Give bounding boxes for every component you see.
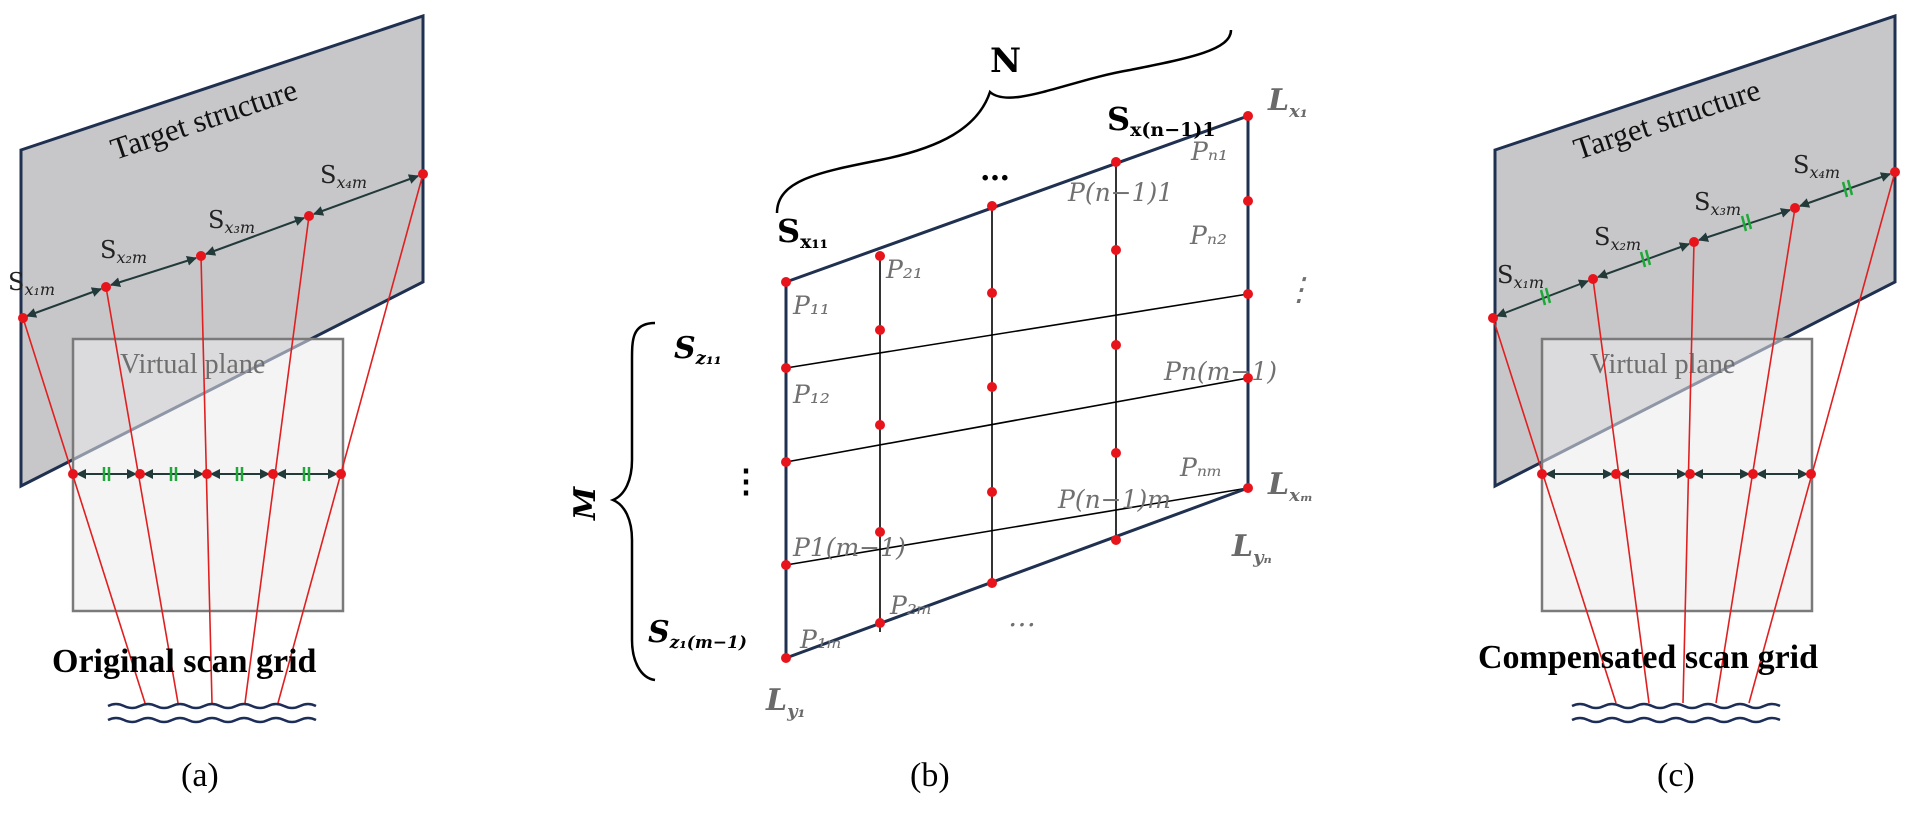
virtual-plane-label: Virtual plane bbox=[1590, 349, 1735, 380]
panel-a: Target structure Virtual plane Sx₁m Sx₂m… bbox=[8, 13, 428, 794]
svg-text:Sx₃m: Sx₃m bbox=[208, 206, 255, 237]
water-surface bbox=[1571, 702, 1781, 724]
laser-beams bbox=[22, 173, 424, 704]
vdots-right: ⋮ bbox=[1283, 270, 1315, 308]
label-lx1: Lx₁ bbox=[1267, 83, 1308, 122]
label-lyn: Lyₙ bbox=[1231, 529, 1272, 568]
panel-c: Target structure Virtual plane S bbox=[1478, 13, 1900, 794]
n-label: N bbox=[990, 41, 1021, 81]
grid-border bbox=[784, 113, 1250, 661]
svg-text:Sx₁m: Sx₁m bbox=[1497, 261, 1544, 292]
svg-text:P₂ₘ: P₂ₘ bbox=[889, 591, 932, 620]
scan-grid bbox=[785, 162, 1249, 632]
caption-b: (b) bbox=[910, 757, 950, 794]
spacing-arrows bbox=[26, 174, 419, 318]
svg-text:P₁₂: P₁₂ bbox=[792, 380, 830, 409]
vdots-left: ⋮ bbox=[730, 462, 762, 500]
label-sz1m: Sz₁(m−1) bbox=[648, 615, 747, 653]
svg-text:Sx₄m: Sx₄m bbox=[320, 161, 367, 192]
label-sxn11: Sx(n−1)1 bbox=[1107, 100, 1216, 141]
grid-dots bbox=[781, 111, 1253, 663]
ellipsis-top: … bbox=[980, 153, 1010, 188]
svg-text:P(n−1)m: P(n−1)m bbox=[1057, 485, 1171, 514]
svg-text:P₁₁: P₁₁ bbox=[792, 291, 830, 320]
m-label: M bbox=[568, 486, 603, 521]
target-dots bbox=[1488, 167, 1900, 323]
label-lxm: Lxₘ bbox=[1267, 467, 1313, 506]
svg-text:Pₙ₁: Pₙ₁ bbox=[1190, 137, 1228, 166]
panel-c-title: Compensated scan grid bbox=[1478, 639, 1818, 676]
svg-text:P1(m−1): P1(m−1) bbox=[792, 533, 906, 562]
virtual-dots bbox=[1537, 469, 1816, 479]
water-surface bbox=[107, 702, 317, 724]
ellipsis-bottom: … bbox=[1008, 600, 1036, 633]
equal-marks bbox=[1539, 179, 1854, 306]
caption-c: (c) bbox=[1657, 757, 1695, 794]
panel-b: N M Sx₁₁ Sx(n−1)1 Sz₁₁ Sz₁(m−1) L bbox=[568, 29, 1315, 794]
caption-a: (a) bbox=[181, 757, 219, 794]
m-brace bbox=[609, 321, 656, 682]
svg-text:P(n−1)1: P(n−1)1 bbox=[1067, 178, 1173, 207]
virtual-plane-label: Virtual plane bbox=[120, 349, 265, 380]
label-sz11: Sz₁₁ bbox=[674, 331, 722, 369]
svg-text:Sx₁m: Sx₁m bbox=[8, 268, 55, 299]
svg-text:Pₙ₂: Pₙ₂ bbox=[1189, 221, 1227, 250]
svg-text:Sx₃m: Sx₃m bbox=[1694, 188, 1741, 219]
point-labels: P₁₁ P₂₁ Pₙ₁ P(n−1)1 Pₙ₂ P₁₂ Pn(m−1) Pₙₘ … bbox=[792, 137, 1277, 654]
spacing-labels: Sx₁m Sx₂m Sx₃m Sx₄m bbox=[1497, 151, 1840, 292]
panel-a-title: Original scan grid bbox=[52, 643, 317, 680]
target-dots bbox=[18, 169, 428, 323]
label-ly1: Ly₁ bbox=[765, 683, 805, 722]
n-brace bbox=[775, 29, 1233, 214]
svg-text:P₂₁: P₂₁ bbox=[885, 255, 923, 284]
equal-marks bbox=[102, 467, 311, 481]
virtual-dots bbox=[68, 469, 346, 479]
label-sx11: Sx₁₁ bbox=[777, 212, 828, 253]
svg-text:Sx₂m: Sx₂m bbox=[100, 236, 147, 267]
svg-text:Sx₂m: Sx₂m bbox=[1594, 223, 1641, 254]
svg-text:Sx₄m: Sx₄m bbox=[1793, 151, 1840, 182]
svg-text:Pn(m−1): Pn(m−1) bbox=[1163, 357, 1277, 386]
svg-text:Pₙₘ: Pₙₘ bbox=[1179, 453, 1222, 482]
spacing-labels: Sx₁m Sx₂m Sx₃m Sx₄m bbox=[8, 161, 367, 299]
svg-text:P₁ₘ: P₁ₘ bbox=[799, 625, 842, 654]
